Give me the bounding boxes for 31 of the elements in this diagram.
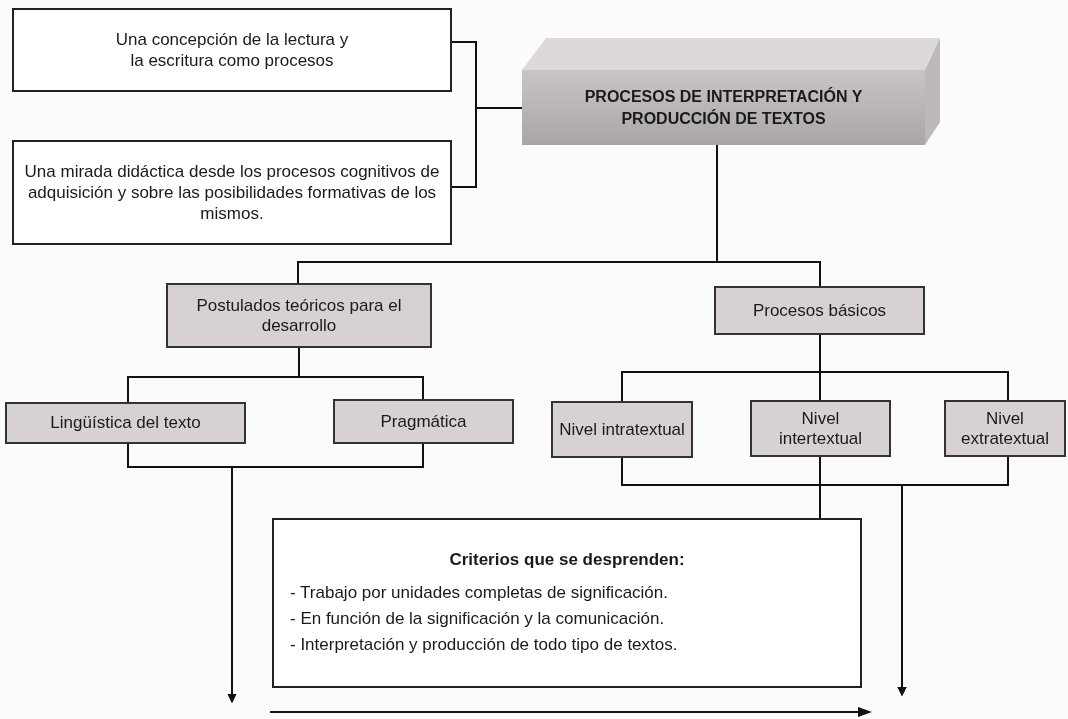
arrow [897,456,1009,696]
process-box [166,283,432,348]
criteria-box [272,518,862,688]
node-text: Nivel intratextual [559,419,685,440]
text-box [12,8,452,92]
node-text: Lingüística del texto [50,413,201,433]
node-text: Pragmática [380,411,467,432]
connector-line [451,107,523,188]
connector-line [298,347,424,400]
node-text: Nivel extratextual [960,408,1050,449]
connector-line [716,144,821,287]
criteria-item: - Interpretación y producción de todo tipo de textos. [290,634,678,657]
process-box [333,399,514,444]
text-box [12,140,452,245]
criteria-item: - En función de la significación y la comunicación. [290,608,665,630]
node-text: Una mirada didáctica desde los procesos cognitivos de adquisición y sobre las posibilidades formativas de los mismos. [24,160,440,225]
process-box [750,400,891,457]
connector-line [819,334,1009,401]
process-box [551,401,693,458]
criteria-heading: Criterios que se desprenden: [449,549,685,572]
connector-line [819,456,821,519]
process-box [5,402,246,444]
node-text: Postulados teóricos para el desarrollo [195,295,403,336]
criteria-item: - Trabajo por unidades completas de significación. [290,581,668,604]
arrow [227,443,424,703]
process-box [714,286,925,335]
node-text: Una concepción de la lectura y la escritura como procesos [114,28,350,72]
node-text: Procesos básicos [752,300,887,321]
process-box [944,400,1066,457]
block-title: PROCESOS DE INTERPRETACIÓN Y PRODUCCIÓN DE TEXTOS [583,86,864,129]
node-text: Nivel intertextual [777,408,864,449]
